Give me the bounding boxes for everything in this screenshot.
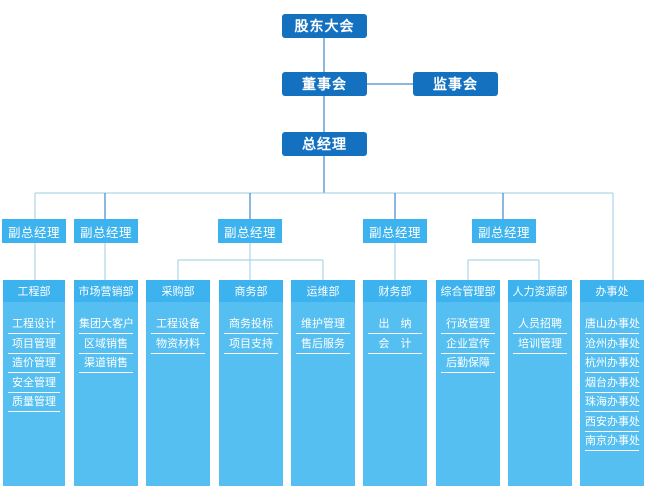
vp-box-3: 副总经理: [218, 219, 282, 243]
dept-general-admin-column: [436, 302, 500, 486]
dept-purchasing-header: 采购部: [146, 280, 210, 302]
dept-general-admin-header: 综合管理部: [436, 280, 500, 302]
general-manager-box: 总经理: [282, 132, 367, 156]
dept-offices-item: 南京办事处: [585, 434, 640, 451]
dept-marketing-item: 集团大客户: [79, 317, 134, 334]
dept-offices-item: 珠海办事处: [585, 395, 640, 412]
dept-engineering-column: [3, 302, 65, 486]
board-of-directors-box: 董事会: [282, 72, 367, 96]
vp-box-1: 副总经理: [2, 219, 66, 243]
dept-engineering-item: 项目管理: [8, 337, 60, 354]
dept-offices-item: 沧州办事处: [585, 337, 640, 354]
dept-offices-item: 烟台办事处: [585, 376, 640, 393]
dept-engineering-item: 安全管理: [8, 376, 60, 393]
dept-purchasing-item: 工程设备: [151, 317, 205, 334]
dept-engineering-item: 质量管理: [8, 395, 60, 412]
dept-finance-header: 财务部: [363, 280, 427, 302]
dept-offices-header: 办事处: [580, 280, 644, 302]
dept-purchasing-column: [146, 302, 210, 486]
dept-offices-item: 唐山办事处: [585, 317, 640, 334]
dept-finance-item: 会 计: [368, 337, 422, 354]
dept-engineering-item: 造价管理: [8, 356, 60, 373]
dept-business-item: 商务投标: [224, 317, 278, 334]
dept-operations-header: 运维部: [291, 280, 355, 302]
vp-box-4: 副总经理: [363, 219, 427, 243]
dept-marketing-header: 市场营销部: [74, 280, 138, 302]
dept-business-item: 项目支持: [224, 337, 278, 354]
dept-marketing-item: 渠道销售: [79, 356, 133, 373]
dept-business-header: 商务部: [219, 280, 283, 302]
dept-offices-column: [580, 302, 644, 486]
dept-operations-column: [291, 302, 355, 486]
dept-finance-item: 出 纳: [368, 317, 422, 334]
dept-purchasing-item: 物资材料: [151, 337, 205, 354]
dept-engineering-header: 工程部: [3, 280, 65, 302]
dept-finance-column: [363, 302, 427, 486]
shareholders-meeting-box: 股东大会: [282, 14, 367, 38]
dept-hr-item: 人员招聘: [513, 317, 567, 334]
dept-operations-item: 维护管理: [296, 317, 350, 334]
dept-hr-item: 培训管理: [513, 337, 567, 354]
vp-box-2: 副总经理: [74, 219, 138, 243]
board-of-supervisors-box: 监事会: [413, 72, 498, 96]
dept-engineering-item: 工程设计: [8, 317, 60, 334]
dept-business-column: [219, 302, 283, 486]
dept-marketing-column: [74, 302, 138, 486]
dept-offices-item: 西安办事处: [585, 415, 640, 432]
dept-general-admin-item: 行政管理: [441, 317, 495, 334]
dept-offices-item: 杭州办事处: [585, 356, 640, 373]
dept-general-admin-item: 企业宣传: [441, 337, 495, 354]
dept-operations-item: 售后服务: [296, 337, 350, 354]
vp-box-5: 副总经理: [472, 219, 536, 243]
dept-marketing-item: 区域销售: [79, 337, 133, 354]
dept-general-admin-item: 后勤保障: [441, 356, 495, 373]
dept-hr-header: 人力资源部: [508, 280, 572, 302]
dept-hr-column: [508, 302, 572, 486]
